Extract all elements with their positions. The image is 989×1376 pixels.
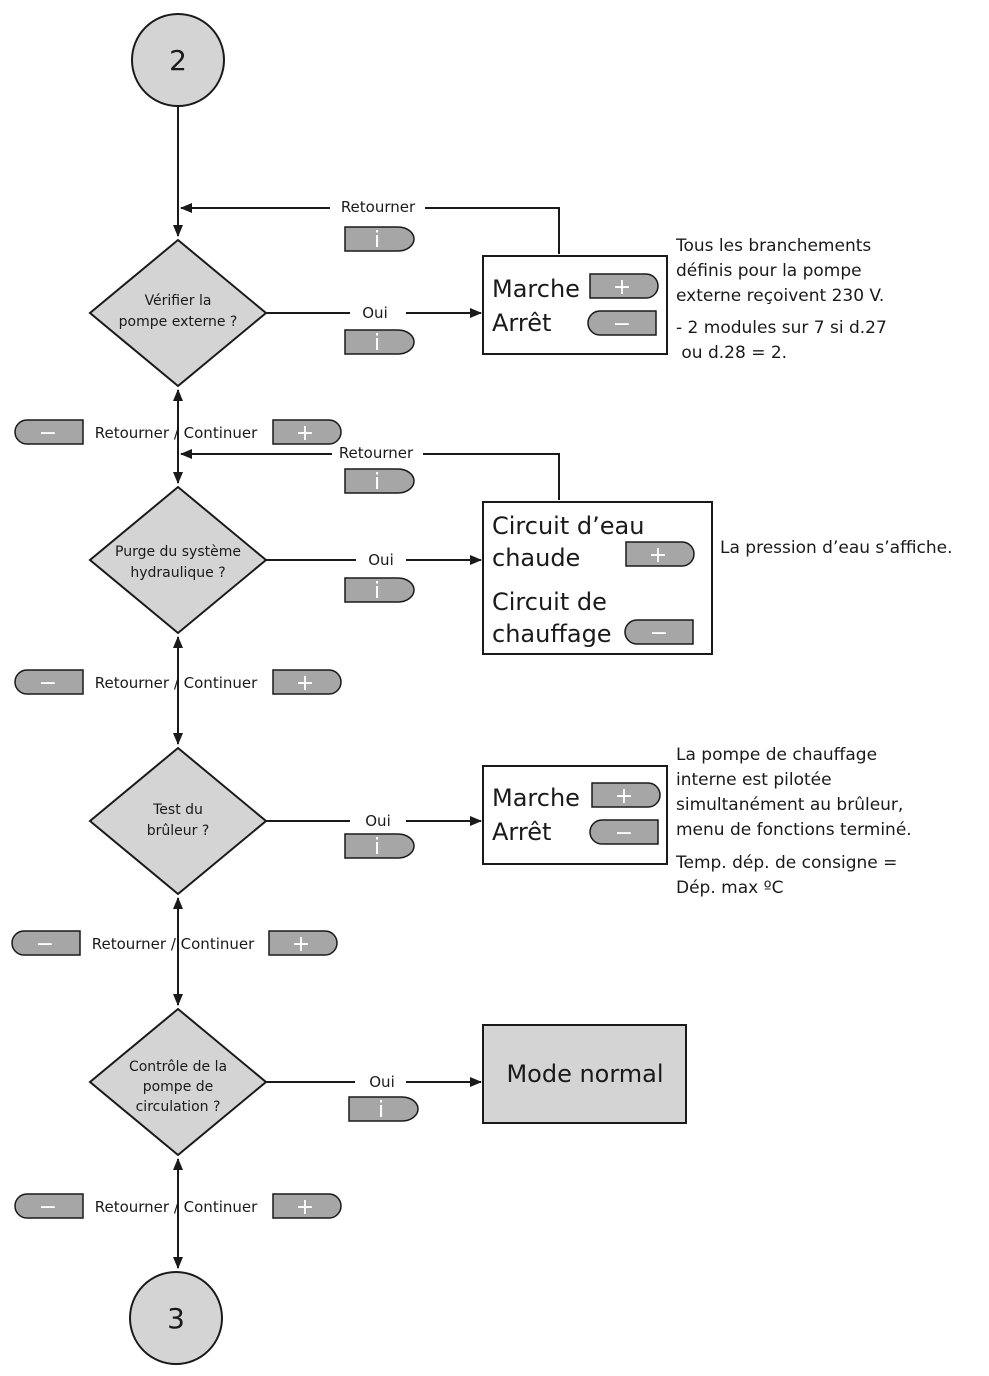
info-button-icon[interactable]: i: [344, 468, 415, 495]
decision-hydraulic-purge: Purge du système hydraulique ?: [88, 485, 268, 635]
svg-text:i: i: [374, 835, 380, 860]
decision-burner-test: Test du brûleur ?: [88, 746, 268, 896]
connector-start-label: 2: [169, 44, 187, 77]
svg-text:Dép. max ºC: Dép. max ºC: [676, 878, 783, 898]
panel-hydraulic-purge: Circuit d’eau chaude Circuit de chauffag…: [482, 501, 713, 655]
yes-label: Oui: [368, 551, 393, 569]
svg-text:Test du: Test du: [152, 802, 203, 818]
svg-text:brûleur ?: brûleur ?: [147, 823, 210, 839]
info-button-icon[interactable]: i: [348, 1096, 419, 1123]
svg-text:i: i: [378, 1098, 384, 1123]
svg-text:−: −: [615, 821, 633, 846]
plus-button-icon[interactable]: +: [589, 273, 659, 300]
decision-external-pump: Vérifier la pompe externe ?: [88, 238, 268, 388]
svg-text:La pompe de chauffage: La pompe de chauffage: [676, 745, 877, 765]
return-line: [425, 207, 560, 254]
minus-button-icon[interactable]: −: [14, 419, 84, 446]
svg-text:+: +: [296, 671, 314, 696]
info-button-icon[interactable]: i: [344, 329, 415, 356]
info-button-icon[interactable]: i: [344, 833, 415, 860]
svg-text:+: +: [296, 421, 314, 446]
panel-burner-test: Marche Arrêt + −: [482, 765, 668, 865]
box-normal-mode: Mode normal: [482, 1024, 687, 1124]
svg-text:−: −: [39, 671, 57, 696]
connector-end-label: 3: [167, 1302, 185, 1335]
yes-label: Oui: [365, 812, 390, 830]
svg-text:chaude: chaude: [492, 544, 580, 572]
svg-text:Circuit de: Circuit de: [492, 588, 607, 616]
plus-button-icon[interactable]: +: [591, 782, 661, 809]
svg-text:pompe de: pompe de: [143, 1079, 214, 1095]
svg-text:−: −: [36, 932, 54, 957]
svg-text:circulation ?: circulation ?: [136, 1099, 221, 1115]
svg-text:i: i: [374, 470, 380, 495]
return-label: Retourner: [341, 198, 416, 216]
note-hydraulic-purge: La pression d’eau s’affiche.: [720, 538, 953, 558]
svg-text:Marche: Marche: [492, 275, 580, 303]
info-button-icon[interactable]: i: [344, 226, 415, 253]
svg-text:+: +: [292, 932, 310, 957]
return-line: [423, 453, 560, 500]
svg-text:Arrêt: Arrêt: [492, 818, 551, 846]
svg-text:interne est pilotée: interne est pilotée: [676, 770, 832, 790]
minus-button-icon[interactable]: −: [14, 1193, 84, 1220]
plus-button-icon[interactable]: +: [272, 419, 342, 446]
svg-text:Contrôle de la: Contrôle de la: [129, 1059, 227, 1075]
svg-text:+: +: [296, 1195, 314, 1220]
nav-label: Retourner / Continuer: [95, 1198, 258, 1216]
plus-button-icon[interactable]: +: [268, 930, 338, 957]
decision-circulation-pump: Contrôle de la pompe de circulation ?: [88, 1007, 268, 1157]
nav-label: Retourner / Continuer: [95, 424, 258, 442]
svg-text:−: −: [613, 312, 631, 337]
svg-text:+: +: [615, 784, 633, 809]
svg-text:définis pour la pompe: définis pour la pompe: [676, 261, 862, 281]
nav-label: Retourner / Continuer: [95, 674, 258, 692]
note-external-pump: Tous les branchements définis pour la po…: [675, 236, 887, 363]
plus-button-icon[interactable]: +: [272, 1193, 342, 1220]
svg-text:Tous les branchements: Tous les branchements: [675, 236, 871, 256]
svg-text:Circuit d’eau: Circuit d’eau: [492, 512, 644, 540]
svg-text:ou d.28 = 2.: ou d.28 = 2.: [676, 343, 787, 363]
svg-text:Arrêt: Arrêt: [492, 309, 551, 337]
svg-text:i: i: [374, 228, 380, 253]
panel-external-pump: Marche Arrêt + −: [482, 255, 668, 355]
svg-text:i: i: [374, 331, 380, 356]
svg-text:−: −: [650, 621, 668, 646]
svg-text:menu de fonctions terminé.: menu de fonctions terminé.: [676, 820, 912, 840]
plus-button-icon[interactable]: +: [272, 669, 342, 696]
svg-text:−: −: [39, 1195, 57, 1220]
svg-text:+: +: [649, 543, 667, 568]
yes-label: Oui: [362, 304, 387, 322]
svg-text:Temp. dép. de consigne =: Temp. dép. de consigne =: [675, 853, 897, 873]
svg-text:externe reçoivent 230 V.: externe reçoivent 230 V.: [676, 286, 884, 306]
svg-text:pompe externe ?: pompe externe ?: [119, 314, 238, 330]
minus-button-icon[interactable]: −: [11, 930, 81, 957]
nav-label: Retourner / Continuer: [92, 935, 255, 953]
note-burner-test: La pompe de chauffage interne est piloté…: [675, 745, 912, 898]
connector-end: 3: [129, 1271, 223, 1365]
svg-text:Mode normal: Mode normal: [506, 1060, 663, 1088]
svg-text:chauffage: chauffage: [492, 620, 612, 648]
plus-button-icon[interactable]: +: [625, 541, 695, 568]
svg-text:hydraulique ?: hydraulique ?: [130, 565, 225, 581]
minus-button-icon[interactable]: −: [624, 619, 694, 646]
svg-text:i: i: [374, 579, 380, 604]
yes-label: Oui: [369, 1073, 394, 1091]
svg-text:- 2 modules sur 7 si d.27: - 2 modules sur 7 si d.27: [676, 318, 887, 338]
minus-button-icon[interactable]: −: [587, 310, 657, 337]
svg-text:−: −: [39, 421, 57, 446]
info-button-icon[interactable]: i: [344, 577, 415, 604]
minus-button-icon[interactable]: −: [14, 669, 84, 696]
connector-start: 2: [131, 13, 225, 107]
svg-text:Vérifier la: Vérifier la: [145, 293, 212, 309]
return-label: Retourner: [339, 444, 414, 462]
svg-text:+: +: [613, 275, 631, 300]
svg-text:simultanément au brûleur,: simultanément au brûleur,: [676, 795, 903, 815]
svg-text:Purge du système: Purge du système: [115, 544, 241, 560]
minus-button-icon[interactable]: −: [589, 819, 659, 846]
svg-text:Marche: Marche: [492, 784, 580, 812]
